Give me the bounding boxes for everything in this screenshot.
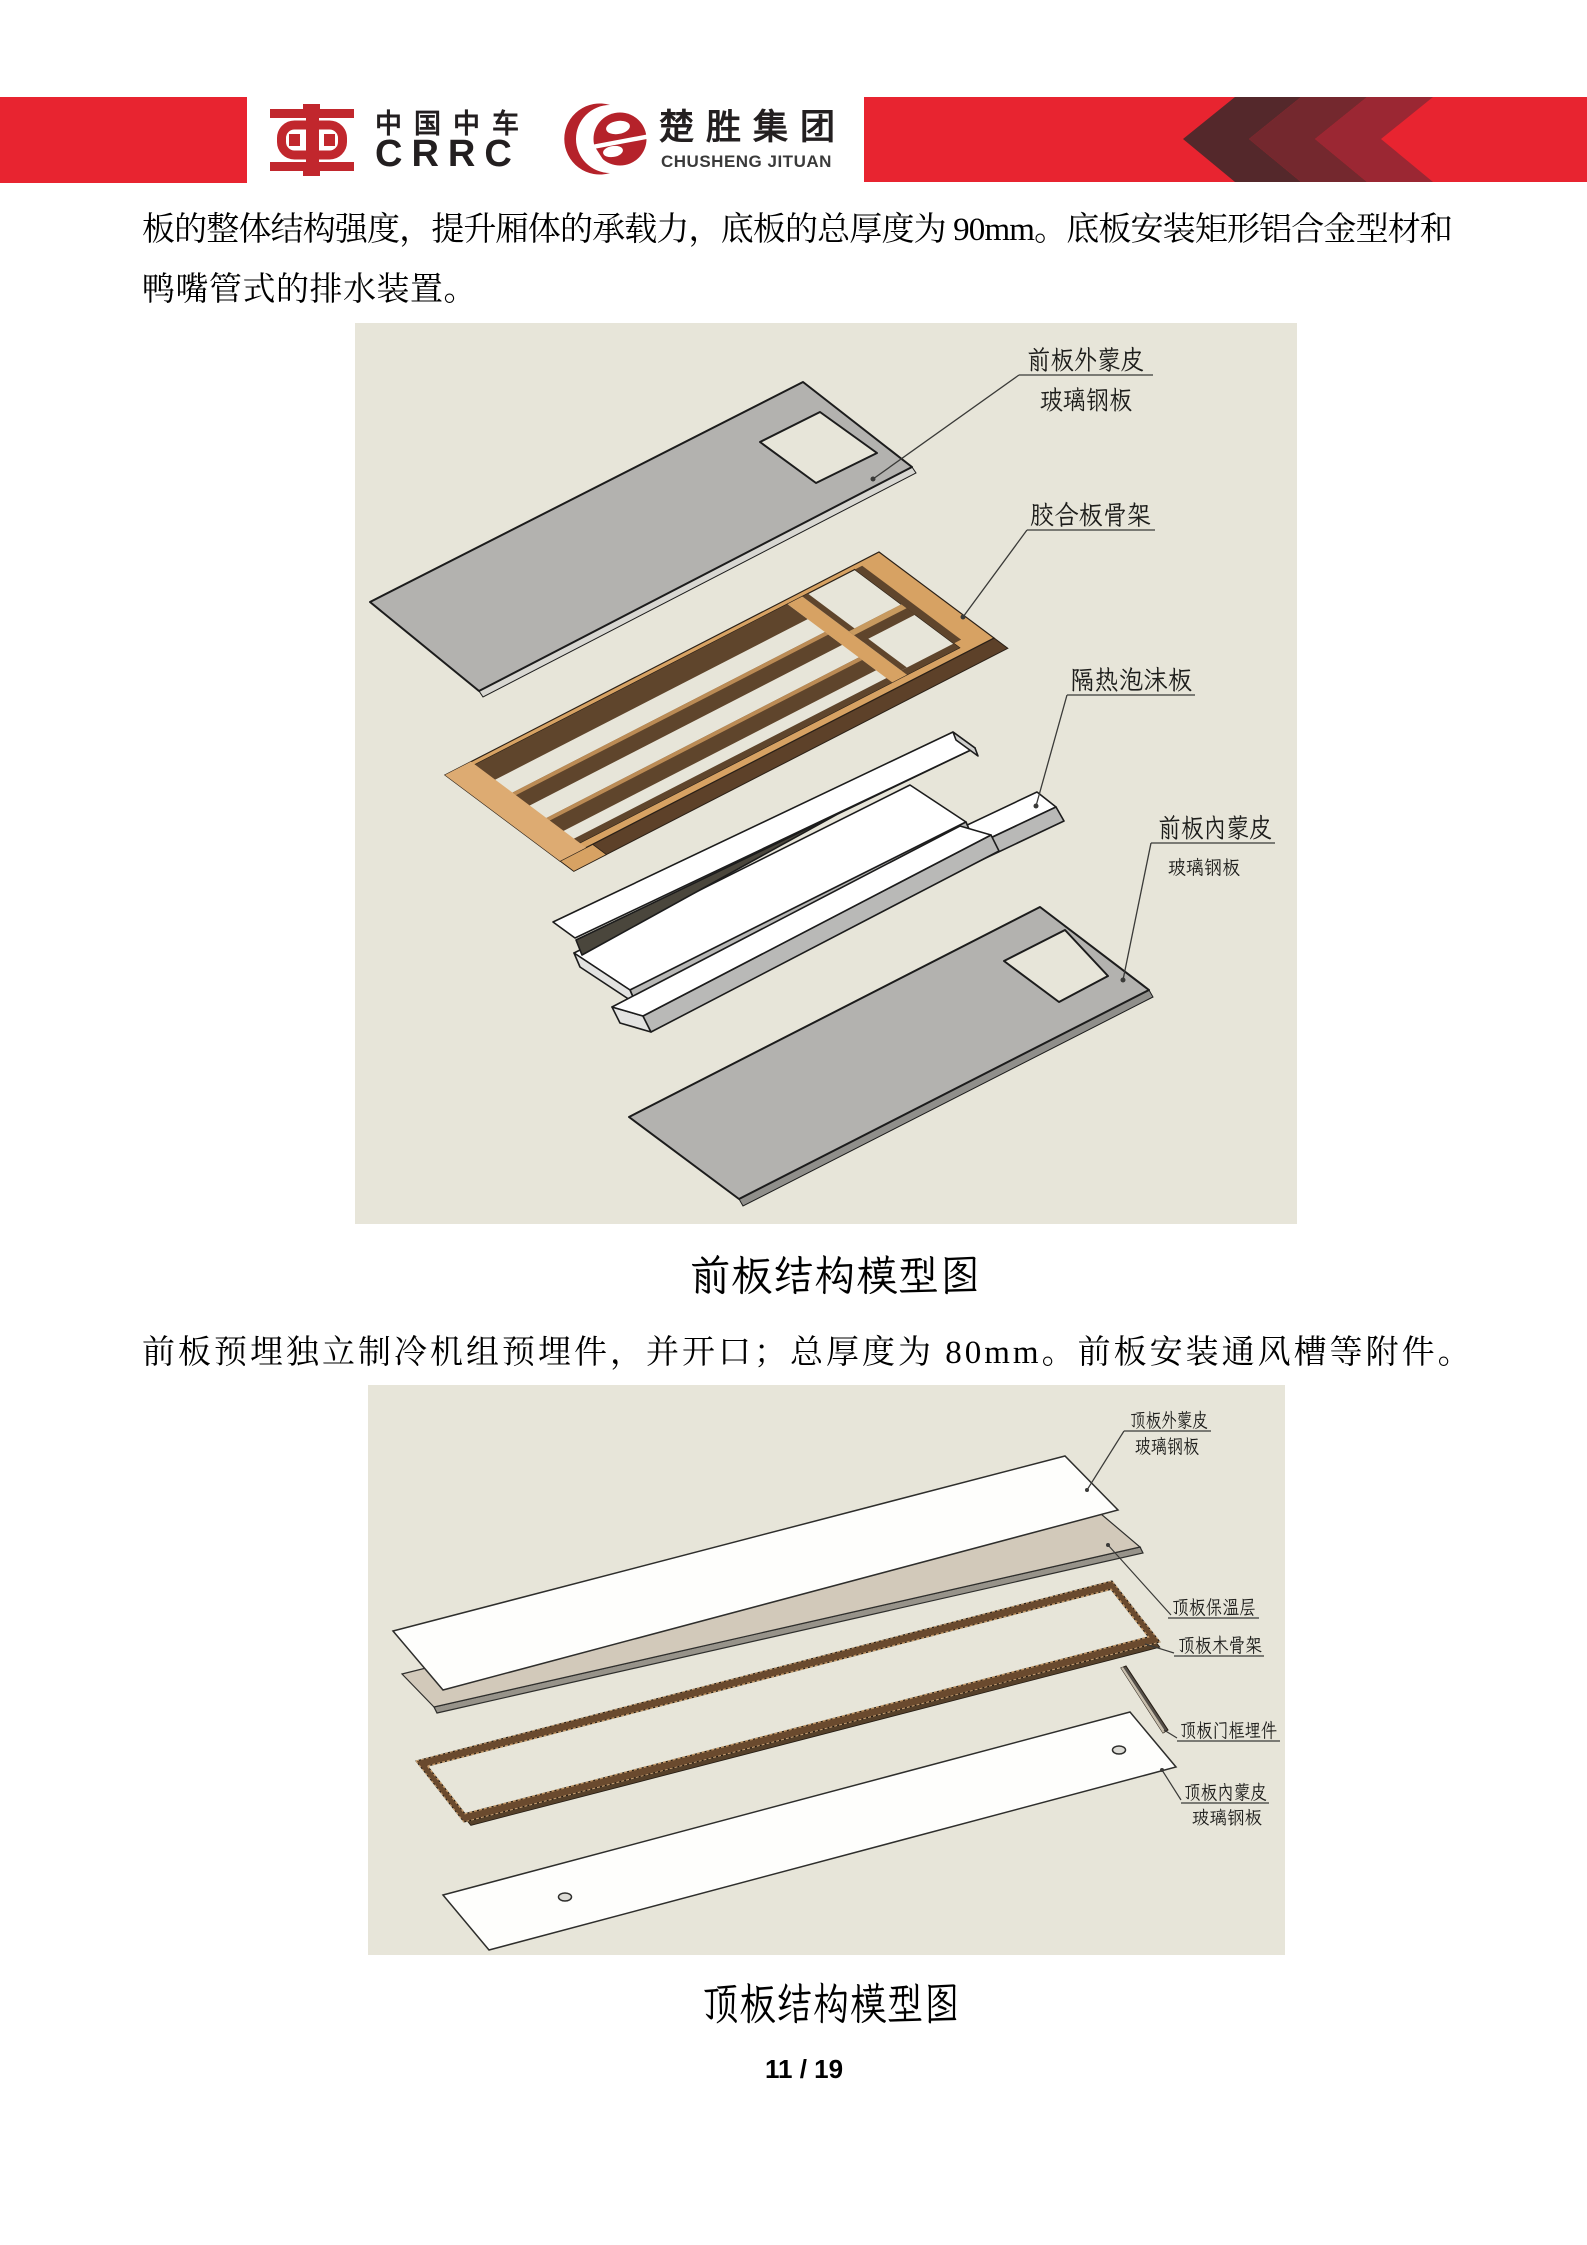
svg-text:顶板外蒙皮: 顶板外蒙皮 <box>1130 1410 1208 1432</box>
svg-text:顶板内蒙皮: 顶板内蒙皮 <box>1184 1782 1267 1804</box>
svg-text:玻璃钢板: 玻璃钢板 <box>1168 857 1240 879</box>
svg-text:前板内蒙皮: 前板内蒙皮 <box>1158 813 1272 843</box>
svg-text:前板外蒙皮: 前板外蒙皮 <box>1027 345 1144 375</box>
svg-text:玻璃钢板: 玻璃钢板 <box>1135 1436 1199 1458</box>
svg-text:顶板木骨架: 顶板木骨架 <box>1178 1635 1262 1657</box>
svg-text:顶板保温层: 顶板保温层 <box>1172 1597 1256 1619</box>
svg-text:顶板门框埋件: 顶板门框埋件 <box>1180 1720 1277 1742</box>
svg-text:玻璃钢板: 玻璃钢板 <box>1040 385 1132 415</box>
svg-text:胶合板骨架: 胶合板骨架 <box>1030 500 1151 530</box>
svg-text:玻璃钢板: 玻璃钢板 <box>1192 1808 1262 1829</box>
svg-text:隔热泡沫板: 隔热泡沫板 <box>1070 665 1192 695</box>
